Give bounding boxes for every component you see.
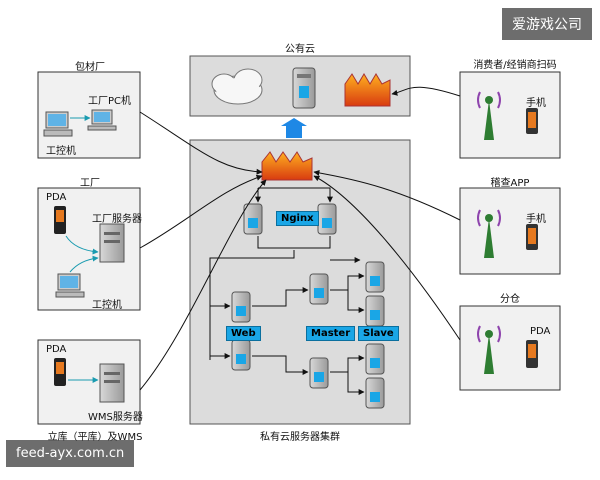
master-server-2 xyxy=(309,357,329,389)
warehouse-pda-icon xyxy=(54,358,66,386)
public-server-icon xyxy=(292,67,316,109)
bottom-watermark: feed-ayx.com.cn xyxy=(6,440,135,467)
slave-server-2 xyxy=(365,295,385,327)
nginx-server-1 xyxy=(243,203,263,235)
web-server-2 xyxy=(231,339,251,371)
inspect-phone-icon xyxy=(526,224,538,250)
public-cloud-title: 公有云 xyxy=(285,44,315,55)
slave-server-1 xyxy=(365,261,385,293)
inspect-title: 稽查APP xyxy=(490,178,530,189)
web-tag: Web xyxy=(226,326,261,341)
branch-panel xyxy=(459,305,561,391)
consumer-phone-icon xyxy=(526,108,538,134)
slave-server-4 xyxy=(365,377,385,409)
branch-title: 分仓 xyxy=(500,294,520,305)
consumer-phone-label: 手机 xyxy=(526,98,546,109)
warehouse-server-icon xyxy=(99,363,125,403)
slave-server-3 xyxy=(365,343,385,375)
factory-pda-label: PDA xyxy=(46,192,67,203)
branch-tower-icon xyxy=(477,325,501,374)
consumer-panel xyxy=(459,71,561,159)
packaging-pc-label: 工厂PC机 xyxy=(88,96,132,107)
web-server-1 xyxy=(231,291,251,323)
inspect-phone-label: 手机 xyxy=(526,214,546,225)
public-firewall-icon xyxy=(344,73,391,107)
factory-server-label: 工厂服务器 xyxy=(92,214,142,225)
packaging-ipc-icon xyxy=(43,111,73,137)
cluster-firewall-icon xyxy=(261,151,313,181)
factory-panel xyxy=(37,187,141,311)
upload-arrow-icon xyxy=(281,118,307,138)
factory-title: 工厂 xyxy=(80,178,100,189)
cloud-icon xyxy=(211,68,263,105)
packaging-title: 包材厂 xyxy=(75,62,105,73)
packaging-ipc-label: 工控机 xyxy=(46,146,76,157)
factory-server-icon xyxy=(99,223,125,263)
factory-pda-icon xyxy=(54,206,66,234)
consumer-tower-icon xyxy=(477,91,501,140)
private-cluster-title: 私有云服务器集群 xyxy=(260,432,340,443)
branch-pda-icon xyxy=(526,340,538,368)
consumer-title: 消费者/经销商扫码 xyxy=(473,60,557,71)
slave-tag: Slave xyxy=(358,326,399,341)
factory-ipc-icon xyxy=(55,273,85,298)
inspect-panel xyxy=(459,187,561,275)
packaging-pc-icon xyxy=(87,109,117,131)
top-watermark: 爱游戏公司 xyxy=(502,8,592,40)
master-tag: Master xyxy=(306,326,356,341)
nginx-server-2 xyxy=(317,203,337,235)
factory-ipc-label: 工控机 xyxy=(92,300,122,311)
warehouse-server-label: WMS服务器 xyxy=(88,412,143,423)
branch-pda-label: PDA xyxy=(530,326,551,337)
inspect-tower-icon xyxy=(477,209,501,258)
nginx-tag: Nginx xyxy=(276,211,319,226)
warehouse-title: 立库（平库）及WMS xyxy=(47,432,143,443)
master-server-1 xyxy=(309,273,329,305)
warehouse-pda-label: PDA xyxy=(46,344,67,355)
